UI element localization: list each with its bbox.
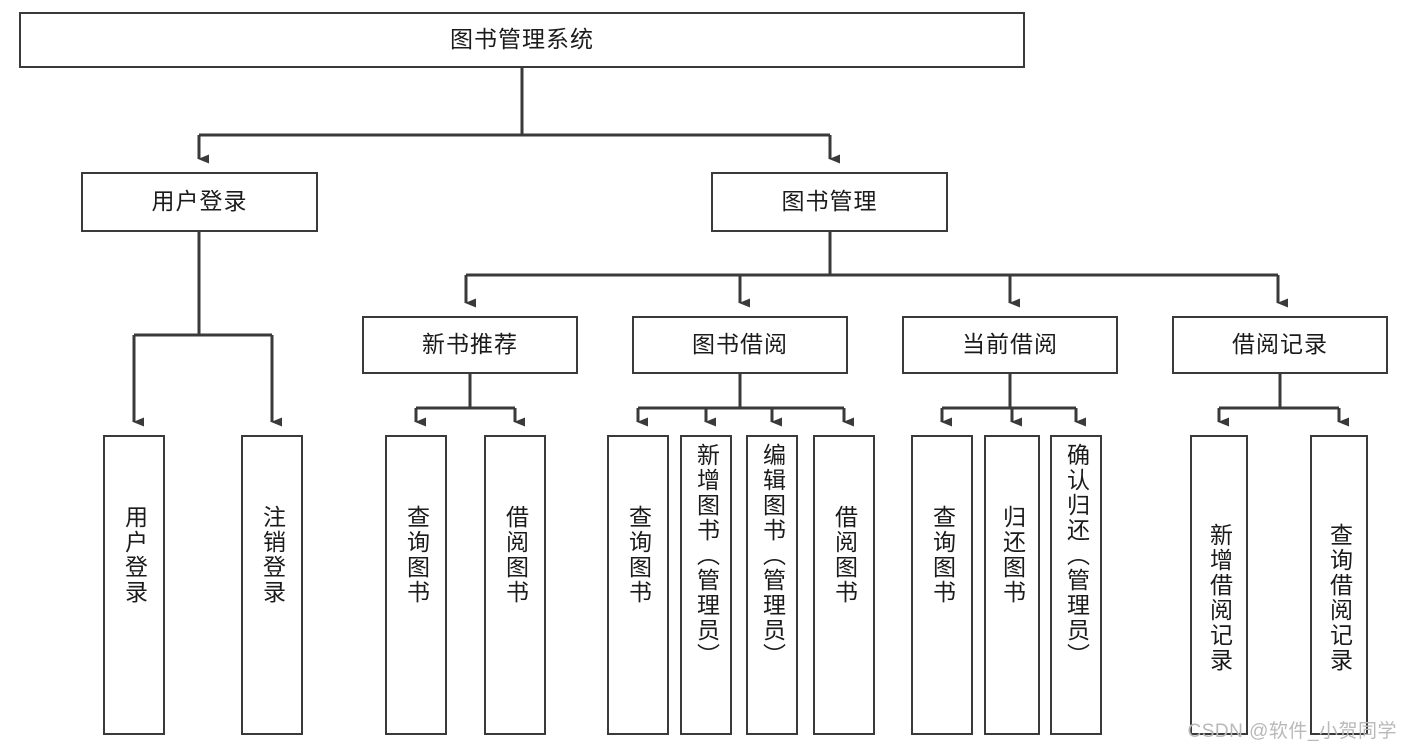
node-user-login-label: 用户登录 [151,188,248,215]
node-leaf-borrow-book-rec[interactable]: 借阅图书 [484,435,546,735]
node-leaf-confirm-return-admin-label: 确认归还（管理员） [1063,443,1090,668]
node-leaf-query-book-rec[interactable]: 查询图书 [385,435,447,735]
node-user-login[interactable]: 用户登录 [81,172,318,232]
node-leaf-logout-label: 注销登录 [259,505,286,605]
node-borrow-record[interactable]: 借阅记录 [1172,316,1388,374]
node-leaf-user-login-label: 用户登录 [121,505,148,605]
node-leaf-return-book[interactable]: 归还图书 [984,435,1040,735]
node-book-borrow-label: 图书借阅 [692,331,788,358]
node-leaf-add-book-admin-label: 新增图书（管理员） [693,443,720,668]
node-leaf-add-borrow-record-label: 新增借阅记录 [1206,523,1233,673]
node-leaf-query-book-borrow[interactable]: 查询图书 [607,435,669,735]
node-new-book-recommend[interactable]: 新书推荐 [362,316,578,374]
node-leaf-logout[interactable]: 注销登录 [241,435,303,735]
node-leaf-query-book-cur-label: 查询图书 [929,505,956,605]
node-book-manage[interactable]: 图书管理 [711,172,948,232]
node-new-book-recommend-label: 新书推荐 [422,331,518,358]
node-borrow-record-label: 借阅记录 [1232,331,1328,358]
node-current-borrow[interactable]: 当前借阅 [902,316,1118,374]
node-current-borrow-label: 当前借阅 [962,331,1058,358]
node-leaf-query-book-borrow-label: 查询图书 [625,505,652,605]
node-leaf-borrow-book-rec-label: 借阅图书 [502,505,529,605]
node-leaf-edit-book-admin-label: 编辑图书（管理员） [759,443,786,668]
node-book-borrow[interactable]: 图书借阅 [632,316,848,374]
node-leaf-edit-book-admin[interactable]: 编辑图书（管理员） [746,435,798,735]
node-leaf-add-book-admin[interactable]: 新增图书（管理员） [680,435,732,735]
node-root[interactable]: 图书管理系统 [19,12,1025,68]
node-leaf-borrow-book-label: 借阅图书 [831,505,858,605]
node-leaf-return-book-label: 归还图书 [999,505,1026,605]
node-root-label: 图书管理系统 [450,26,594,53]
node-leaf-query-borrow-record[interactable]: 查询借阅记录 [1310,435,1368,735]
node-leaf-add-borrow-record[interactable]: 新增借阅记录 [1190,435,1248,735]
node-book-manage-label: 图书管理 [781,188,878,215]
node-leaf-query-book-rec-label: 查询图书 [403,505,430,605]
node-leaf-confirm-return-admin[interactable]: 确认归还（管理员） [1050,435,1102,735]
node-leaf-user-login[interactable]: 用户登录 [103,435,165,735]
node-leaf-query-book-cur[interactable]: 查询图书 [911,435,973,735]
node-leaf-query-borrow-record-label: 查询借阅记录 [1326,523,1353,673]
watermark-text: CSDN @软件_小贺同学 [1187,721,1397,742]
node-leaf-borrow-book[interactable]: 借阅图书 [813,435,875,735]
